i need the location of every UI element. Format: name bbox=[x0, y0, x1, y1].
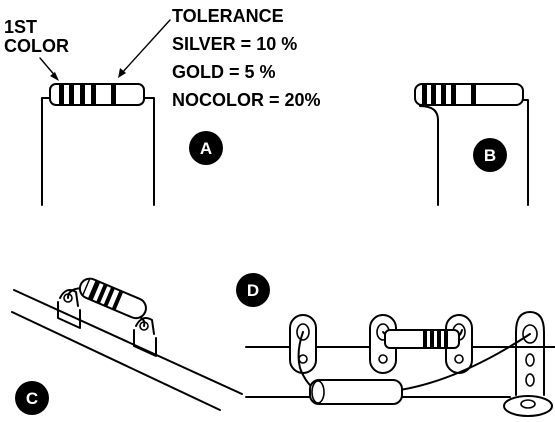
panel-c bbox=[11, 277, 243, 411]
badge-b: B bbox=[473, 138, 507, 172]
board-c-bottom-edge bbox=[11, 311, 221, 411]
resistor-d-lower bbox=[297, 331, 531, 405]
resistor-c-body bbox=[78, 277, 147, 320]
svg-text:D: D bbox=[247, 281, 259, 300]
tolerance-gold-label: GOLD = 5 % bbox=[172, 62, 276, 82]
terminal-lug-1 bbox=[289, 314, 317, 374]
svg-text:C: C bbox=[26, 389, 38, 408]
resistor-a-with-bands bbox=[49, 83, 145, 106]
resistor-b-with-bands bbox=[414, 83, 524, 106]
tolerance-nocolor-label: NOCOLOR = 20% bbox=[172, 90, 321, 110]
first-color-label-line2: COLOR bbox=[4, 36, 69, 56]
panel-d bbox=[245, 311, 555, 417]
panel-b bbox=[414, 83, 529, 206]
board-c-top-edge bbox=[13, 289, 243, 395]
first-color-label-line1: 1ST bbox=[4, 17, 37, 37]
panel-a: 1ST COLOR TOLERANCE SILVER = 10 % GOLD =… bbox=[4, 6, 321, 206]
svg-text:A: A bbox=[200, 139, 212, 158]
board-a-outline bbox=[41, 97, 155, 206]
svg-text:B: B bbox=[484, 146, 496, 165]
first-color-leader-arrow bbox=[39, 57, 59, 81]
tolerance-label-title: TOLERANCE bbox=[172, 6, 284, 26]
badge-c: C bbox=[15, 381, 49, 415]
tolerance-silver-label: SILVER = 10 % bbox=[172, 34, 297, 54]
tolerance-leader-arrow bbox=[118, 19, 171, 78]
badge-d: D bbox=[236, 273, 270, 307]
badge-a: A bbox=[189, 131, 223, 165]
resistor-d-upper bbox=[382, 329, 463, 349]
terminal-post bbox=[503, 311, 553, 417]
